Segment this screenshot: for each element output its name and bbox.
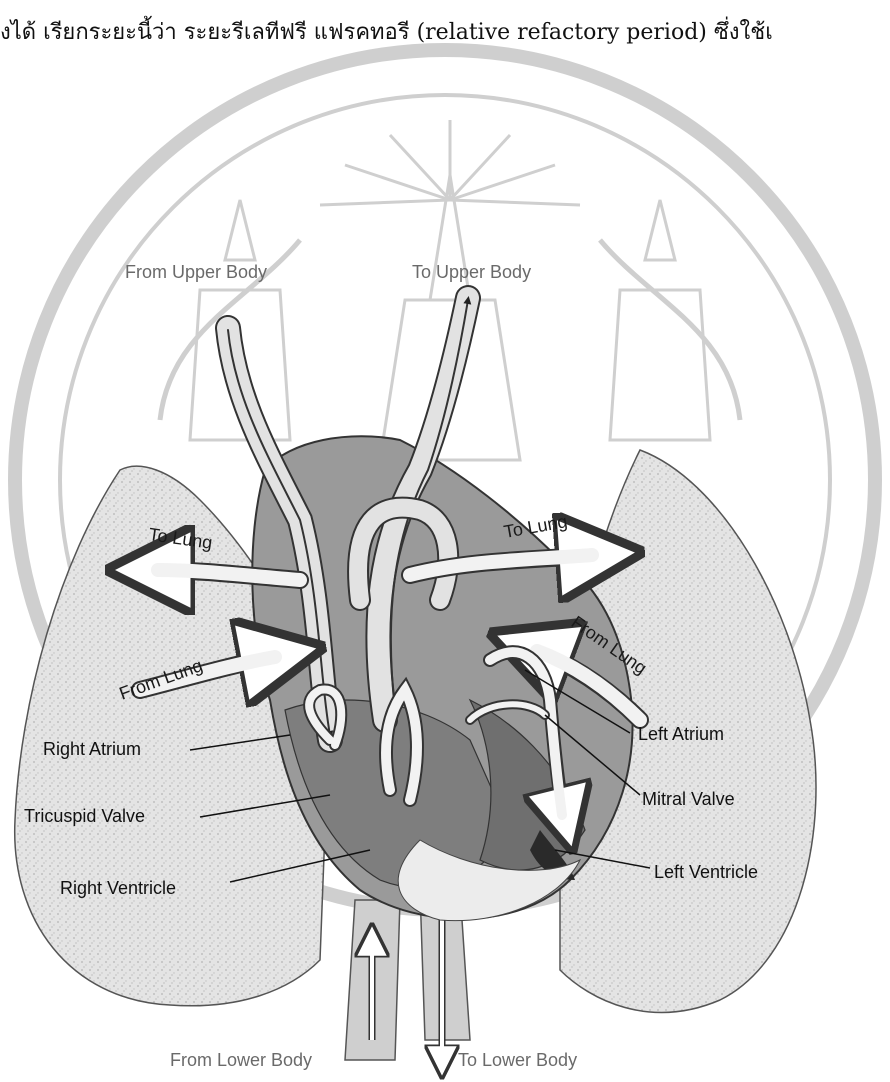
watermark-sun-rays — [320, 120, 580, 205]
label-right-ventricle: Right Ventricle — [60, 878, 176, 898]
label-left-ventricle: Left Ventricle — [654, 862, 758, 882]
label-left-atrium: Left Atrium — [638, 724, 724, 744]
label-to-upper-body: To Upper Body — [412, 262, 531, 282]
label-tricuspid-valve: Tricuspid Valve — [24, 806, 145, 826]
label-to-lower-body: To Lower Body — [458, 1050, 577, 1070]
watermark-right-spire — [610, 200, 710, 440]
label-from-upper-body: From Upper Body — [125, 262, 267, 282]
label-mitral-valve: Mitral Valve — [642, 789, 735, 809]
label-from-lower-body: From Lower Body — [170, 1050, 312, 1070]
label-right-atrium: Right Atrium — [43, 739, 141, 759]
